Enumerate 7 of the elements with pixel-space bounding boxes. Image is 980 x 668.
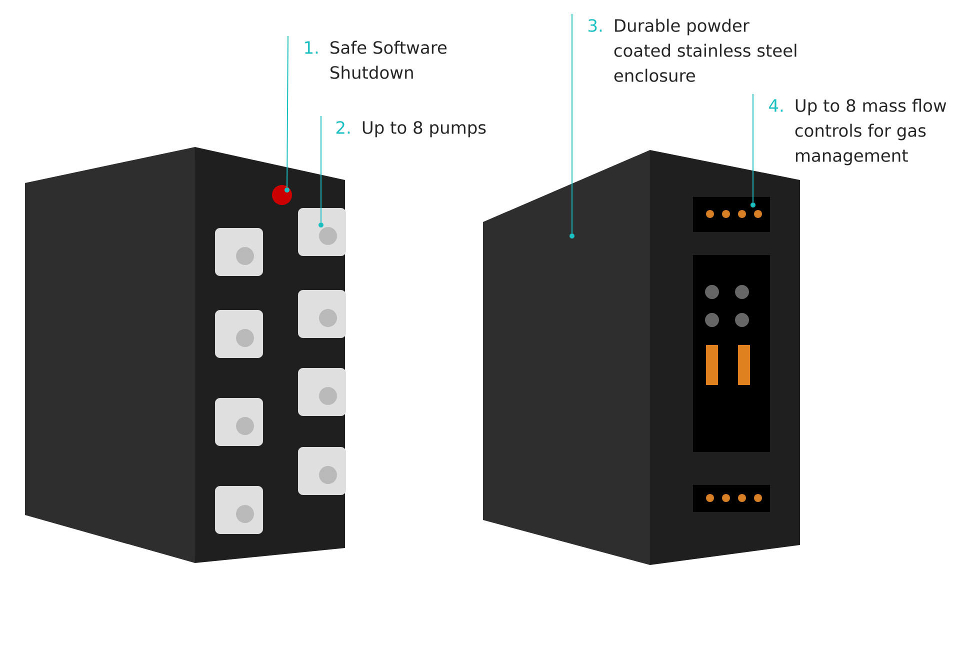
leader-line bbox=[320, 116, 322, 223]
leader-line bbox=[752, 94, 754, 203]
callout-text: 2. Up to 8 pumps bbox=[336, 121, 486, 138]
leader-line bbox=[286, 36, 288, 188]
callout-text: 3. Durable powder coated stainless steel enclosure bbox=[588, 18, 796, 82]
callout-text: 4. Up to 8 mass flow controls for gas management bbox=[769, 98, 946, 166]
callout-text: 1. Safe Software Shutdown bbox=[305, 40, 447, 79]
